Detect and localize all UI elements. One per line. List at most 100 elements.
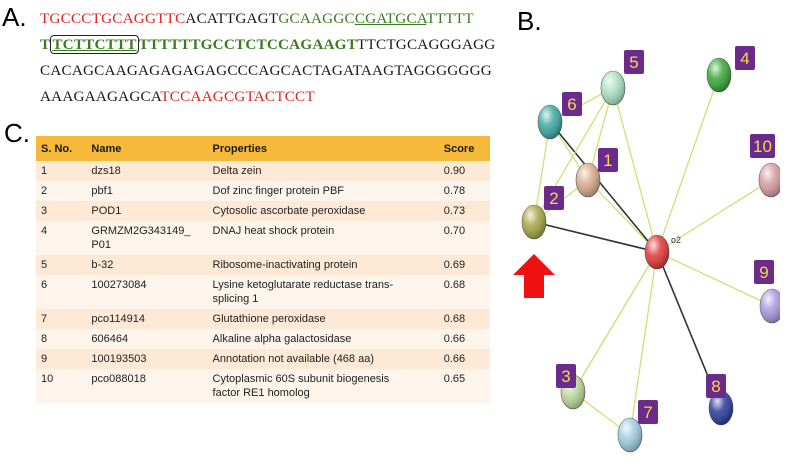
node-label-text: 10 (753, 137, 772, 156)
network-node-10 (758, 162, 780, 198)
cell-score: 0.66 (438, 329, 490, 349)
cell-sno: 4 (36, 221, 87, 255)
node-label-5: 5 (624, 50, 644, 74)
sequence-segment: TGCCCTGCAGGTTC (40, 10, 186, 27)
table-header-row: S. No. Name Properties Score (36, 136, 490, 161)
cell-sno: 1 (36, 161, 87, 181)
cell-properties: Delta zein (207, 161, 439, 181)
cell-score: 0.65 (438, 369, 490, 403)
network-edge (629, 251, 658, 436)
node-label-text: 6 (567, 95, 576, 114)
panel-label-c: C. (4, 118, 30, 148)
node-label-1: 1 (598, 148, 618, 172)
cell-sno: 7 (36, 309, 87, 329)
cell-name: POD1 (86, 201, 208, 221)
cell-properties: Lysine ketoglutarate reductase trans- sp… (207, 275, 439, 309)
node-label-10: 10 (750, 134, 775, 158)
node-label-9: 9 (754, 260, 774, 284)
cell-sno: 10 (36, 369, 87, 403)
node-label-3: 3 (556, 364, 576, 388)
cell-name: pco088018 (86, 369, 208, 403)
sequence-segment: GCAAGGC (278, 10, 355, 27)
header-name: Name (86, 136, 208, 161)
node-label-text: 9 (759, 263, 768, 282)
sequence-segment: TCCAAGCGTACTCCT (160, 88, 315, 105)
node-label-8: 8 (706, 374, 726, 398)
network-node-4 (706, 57, 732, 93)
sequence-segment: CACAGCAAGAGAGAGAGCCCAGCACTAGATAAGTAGGGGG… (40, 62, 492, 79)
network-node-7 (617, 417, 643, 453)
node-label-text: 1 (603, 151, 612, 170)
network-edge (572, 251, 658, 393)
network-edge (656, 179, 772, 253)
node-label-text: 3 (561, 367, 570, 386)
node-label-text: 8 (711, 377, 720, 396)
cell-score: 0.78 (438, 181, 490, 201)
sequence-segment: TCTTCTTT (50, 35, 139, 54)
node-label-text: 4 (740, 49, 749, 68)
network-edge (612, 87, 658, 253)
cell-properties: Annotation not available (468 aa) (207, 349, 439, 369)
network-edge (533, 221, 658, 253)
header-properties: Properties (207, 136, 439, 161)
network-edge (587, 179, 658, 253)
sequence-segment: ACATTGAGT (185, 10, 279, 27)
network-node-8 (708, 390, 734, 426)
sequence-segment: T (40, 36, 51, 53)
cell-score: 0.66 (438, 349, 490, 369)
cell-sno: 8 (36, 329, 87, 349)
node-label-text: 2 (549, 189, 558, 208)
cell-name: 606464 (86, 329, 208, 349)
sequence-segment: TTTTT (426, 10, 474, 27)
cell-score: 0.69 (438, 255, 490, 275)
node-label-6: 6 (562, 92, 582, 116)
dna-sequence: TGCCCTGCAGGTTCACATTGAGTGCAAGGCCGATGCATTT… (40, 6, 510, 110)
sequence-line: AAAGAAGAGCATCCAAGCGTACTCCT (40, 84, 510, 110)
sequence-line: CACAGCAAGAGAGAGAGCCCAGCACTAGATAAGTAGGGGG… (40, 58, 510, 84)
cell-name: dzs18 (86, 161, 208, 181)
cell-name: pco114914 (86, 309, 208, 329)
cell-score: 0.70 (438, 221, 490, 255)
cell-score: 0.68 (438, 275, 490, 309)
pointer-arrow-icon (513, 254, 555, 298)
panel-label-b: B. (517, 6, 542, 36)
cell-name: b-32 (86, 255, 208, 275)
network-node-5 (600, 70, 626, 106)
cell-sno: 6 (36, 275, 87, 309)
node-label-4: 4 (735, 46, 755, 70)
node-label-2: 2 (544, 186, 564, 210)
cell-sno: 3 (36, 201, 87, 221)
center-node-label: o2 (671, 235, 681, 245)
cell-sno: 2 (36, 181, 87, 201)
network-node-2 (521, 204, 547, 240)
header-sno: S. No. (36, 136, 87, 161)
cell-properties: DNAJ heat shock protein (207, 221, 439, 255)
network-edge (656, 251, 773, 307)
panel-label-a: A. (2, 2, 27, 32)
node-label-7: 7 (638, 400, 658, 424)
node-label-text: 5 (629, 53, 638, 72)
network-edge (656, 74, 720, 253)
network-node-6 (537, 104, 563, 140)
cell-name: pbf1 (86, 181, 208, 201)
cell-properties: Cytoplasmic 60S subunit biogenesis facto… (207, 369, 439, 403)
sequence-segment: AAAGAAGAGCA (40, 88, 161, 105)
cell-name: GRMZM2G343149_ P01 (86, 221, 208, 255)
cell-score: 0.90 (438, 161, 490, 181)
network-node-o2 (644, 234, 670, 270)
sequence-line: TGCCCTGCAGGTTCACATTGAGTGCAAGGCCGATGCATTT… (40, 6, 510, 32)
header-score: Score (438, 136, 490, 161)
cell-sno: 5 (36, 255, 87, 275)
cell-properties: Ribosome-inactivating protein (207, 255, 439, 275)
network-node-1 (575, 162, 601, 198)
sequence-segment: CGATGCA (354, 10, 427, 27)
